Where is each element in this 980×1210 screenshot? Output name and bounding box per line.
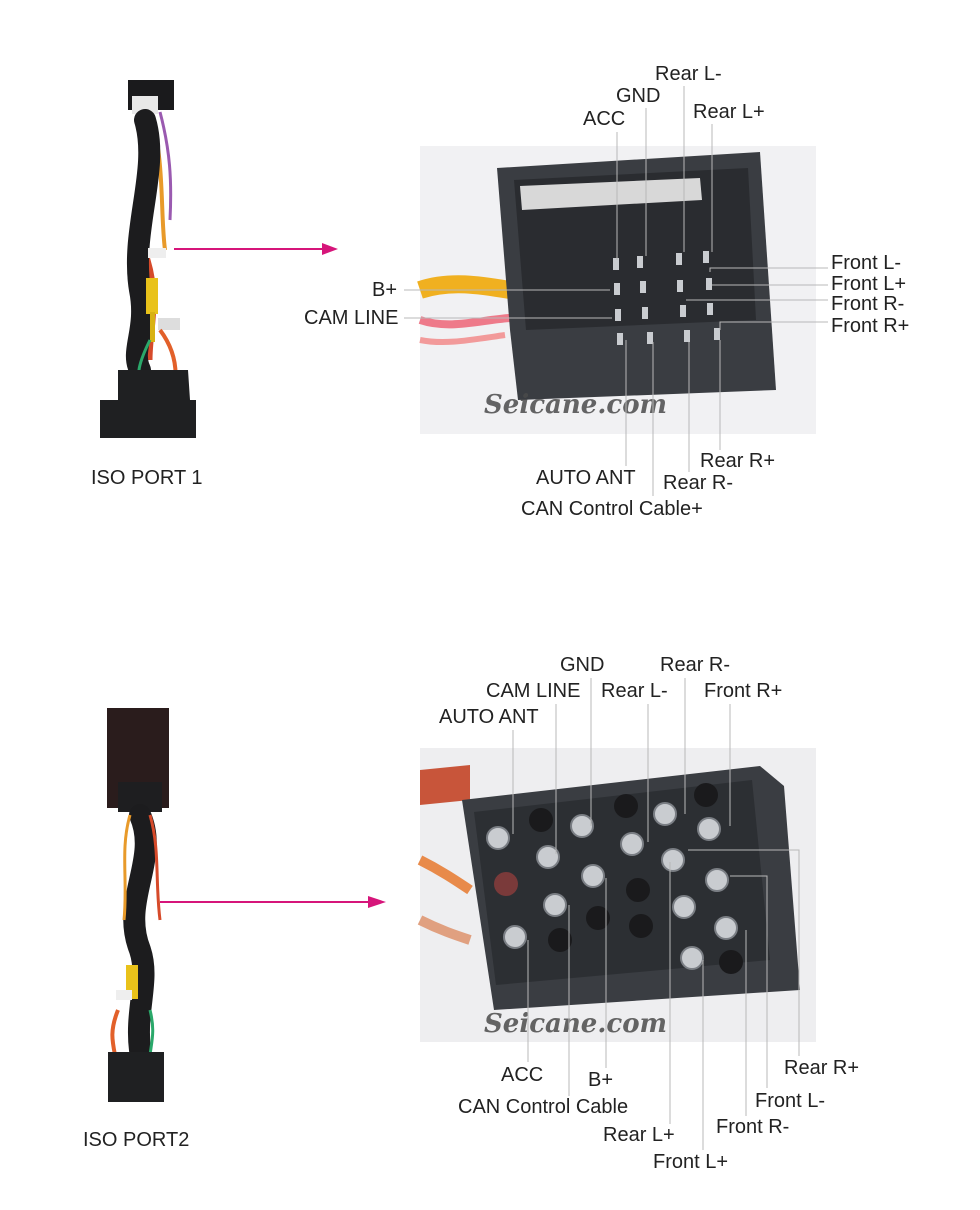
port2-label-front-l-plus: Front L+: [653, 1151, 729, 1173]
port1-label-front-r-plus: Front R+: [831, 315, 910, 337]
port1-label-front-l-plus: Front L+: [831, 273, 907, 295]
port1-label-b-plus: B+: [372, 279, 398, 301]
port1-label-cam-line: CAM LINE: [304, 307, 399, 329]
port2-label-rear-l-minus: Rear L-: [601, 680, 668, 702]
port2-label-gnd: GND: [560, 654, 605, 676]
watermark-1: Seicane.com: [484, 390, 667, 420]
port2-label-front-r-minus: Front R-: [716, 1116, 790, 1138]
port2-label-b-plus: B+: [588, 1069, 614, 1091]
port1-label-can-control-cable-plus: CAN Control Cable+: [521, 498, 703, 520]
port2-label-acc: ACC: [501, 1064, 544, 1086]
watermark-2: Seicane.com: [484, 1009, 667, 1039]
port1-label-rear-l-plus: Rear L+: [693, 101, 765, 123]
port2-label-front-l-minus: Front L-: [755, 1090, 826, 1112]
port2-label-can-control-cable: CAN Control Cable: [458, 1096, 629, 1118]
port1-label-front-l-minus: Front L-: [831, 252, 902, 274]
port1-label-rear-l-minus: Rear L-: [655, 63, 722, 85]
port1-caption: ISO PORT 1: [91, 467, 203, 489]
port2-label-auto-ant: AUTO ANT: [439, 706, 539, 728]
port1-label-front-r-minus: Front R-: [831, 293, 905, 315]
port2-label-cam-line: CAM LINE: [486, 680, 581, 702]
port2-label-front-r-plus: Front R+: [704, 680, 783, 702]
port1-label-rear-r-plus: Rear R+: [700, 450, 776, 472]
port2-label-rear-l-plus: Rear L+: [603, 1124, 675, 1146]
port2-label-rear-r-minus: Rear R-: [660, 654, 731, 676]
port1-label-acc: ACC: [583, 108, 626, 130]
port1-label-auto-ant: AUTO ANT: [536, 467, 636, 489]
port2-label-rear-r-plus: Rear R+: [784, 1057, 860, 1079]
port1-label-rear-r-minus: Rear R-: [663, 472, 734, 494]
port1-label-gnd: GND: [616, 85, 661, 107]
port2-caption: ISO PORT2: [83, 1129, 190, 1151]
